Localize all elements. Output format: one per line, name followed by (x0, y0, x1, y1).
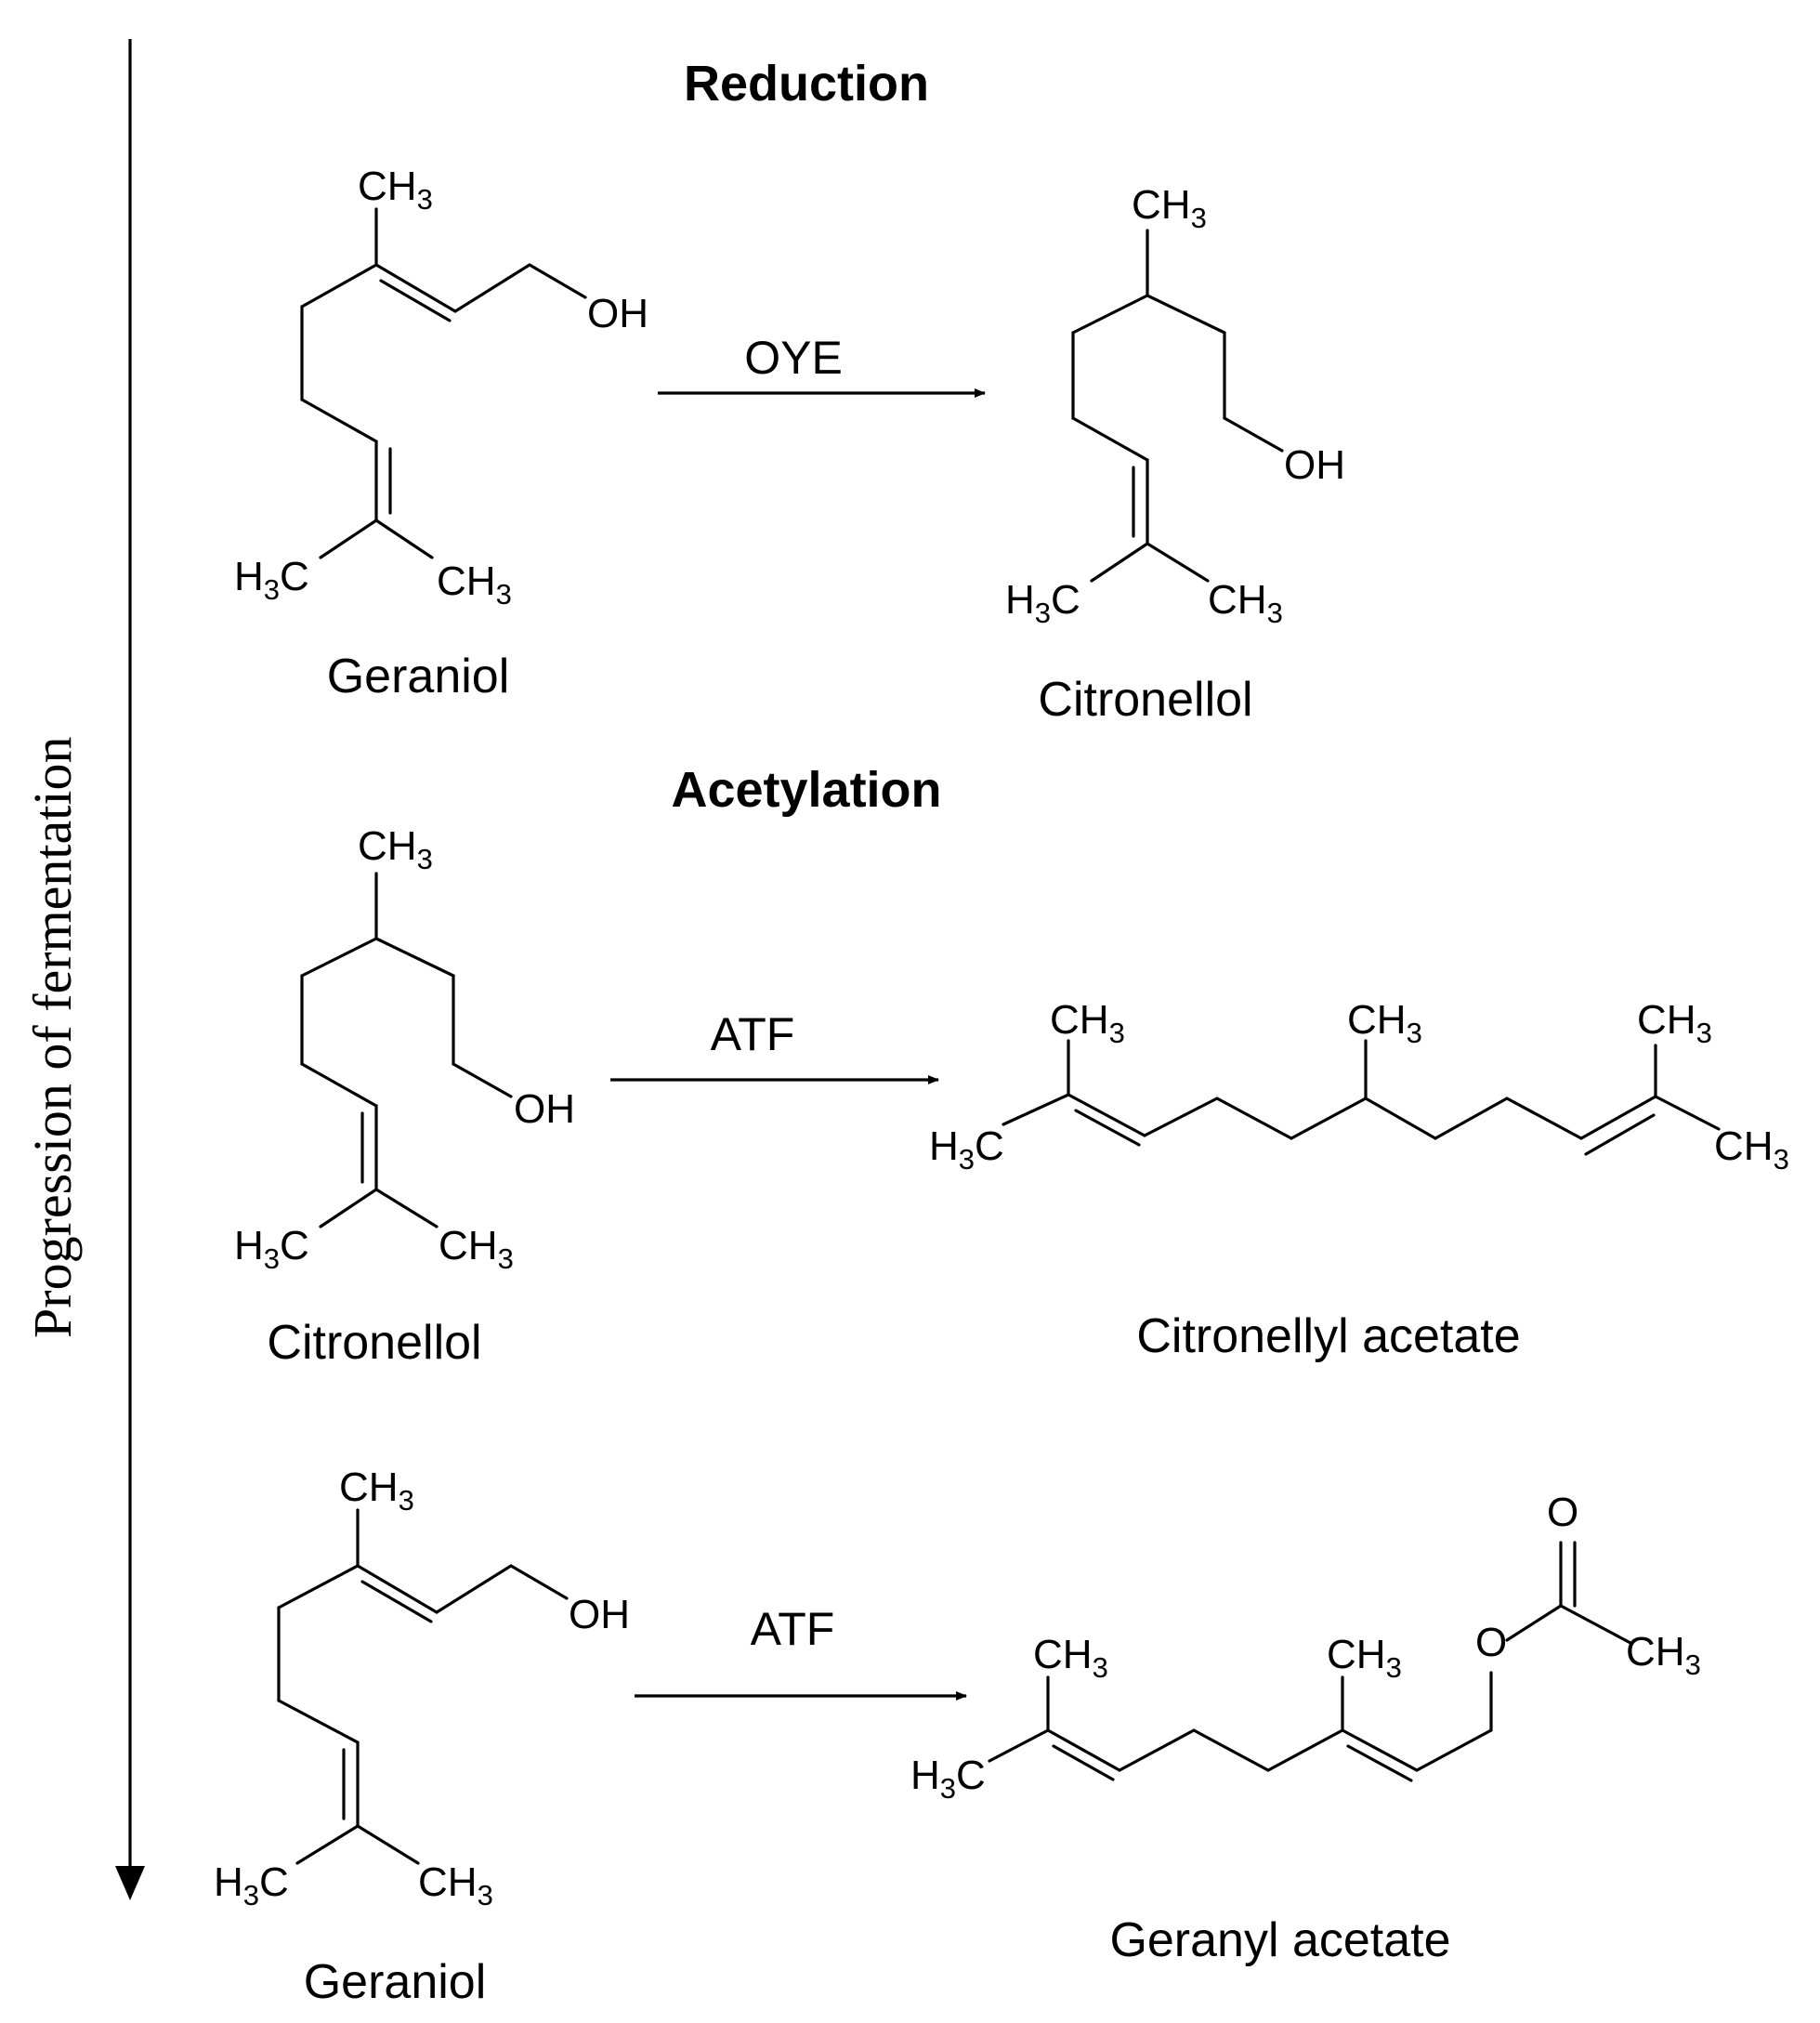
citronellol-structure-substrate: CH3 OH H3C CH3 (234, 823, 575, 1275)
carbonyl-o-label: O (1547, 1490, 1578, 1535)
substrate-name: Geraniol (304, 1955, 487, 2009)
ch3-label: CH3 (358, 823, 433, 875)
ch3-label: CH3 (1050, 997, 1125, 1049)
ch3-label: CH3 (339, 1465, 414, 1517)
acetylation-heading: Acetylation (671, 762, 941, 818)
oh-label: OH (587, 291, 648, 336)
oh-label: OH (569, 1592, 630, 1637)
reduction-heading: Reduction (684, 56, 929, 112)
oh-label: OH (1284, 442, 1345, 488)
ch3-label: CH3 (418, 1859, 493, 1911)
product-name: Citronellyl acetate (1136, 1309, 1520, 1363)
ch3-label: CH3 (437, 558, 512, 611)
ch3-label: CH3 (358, 164, 433, 216)
ch3-label: CH3 (1637, 997, 1712, 1049)
citronellyl-acetate-structure: CH3 CH3 CH3 H3C CH3 (929, 997, 1789, 1176)
ch3-label: CH3 (1626, 1629, 1701, 1681)
citronellol-structure-product: CH3 OH H3C CH3 (1005, 182, 1345, 629)
oh-label: OH (514, 1086, 575, 1132)
ch3-label: CH3 (1347, 997, 1422, 1049)
h3c-label: H3C (929, 1123, 1004, 1176)
enzyme-label: OYE (744, 332, 843, 384)
geraniol-structure-bottom: CH3 OH H3C CH3 (214, 1465, 630, 1911)
h3c-label: H3C (214, 1859, 289, 1911)
substrate-name: Citronellol (267, 1316, 481, 1370)
ch3-label: CH3 (1132, 182, 1207, 234)
progression-arrow (115, 39, 145, 1900)
ch3-label: CH3 (1327, 1632, 1402, 1684)
product-name: Citronellol (1038, 673, 1252, 727)
geraniol-structure-top: CH3 OH H3C CH3 (234, 164, 648, 611)
enzyme-label: ATF (751, 1603, 835, 1655)
h3c-label: H3C (234, 554, 309, 606)
h3c-label: H3C (1005, 577, 1080, 629)
o-label: O (1475, 1620, 1507, 1665)
substrate-name: Geraniol (327, 650, 510, 703)
h3c-label: H3C (234, 1223, 309, 1275)
enzyme-label: ATF (711, 1008, 795, 1060)
ch3-label: CH3 (439, 1223, 514, 1275)
h3c-label: H3C (910, 1753, 986, 1805)
ch3-label: CH3 (1714, 1123, 1789, 1176)
progression-label: Progression of fermentation (22, 736, 83, 1338)
ch3-label: CH3 (1208, 577, 1283, 629)
product-name: Geranyl acetate (1109, 1913, 1450, 1967)
ch3-label: CH3 (1033, 1632, 1108, 1684)
geranyl-acetate-structure: CH3 CH3 O O CH3 H3C (910, 1490, 1701, 1805)
